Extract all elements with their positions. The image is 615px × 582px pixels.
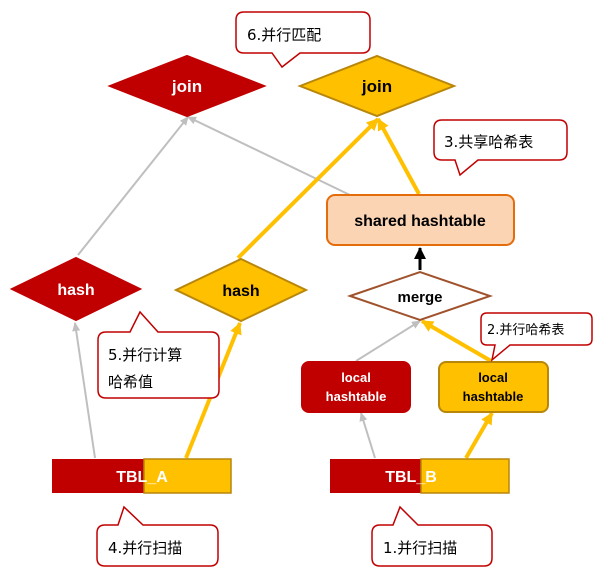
hash-left-node: hash — [9, 256, 143, 322]
tbl-a-label: TBL_A — [116, 469, 168, 486]
callout-5-line1: 5.并行计算 — [108, 346, 182, 364]
callout-3: 3.共享哈希表 — [433, 119, 568, 177]
edge-hash-left-join-left — [77, 116, 189, 256]
edge-hash-right-join-right — [236, 117, 380, 260]
local-hashtable-left-line1: local — [341, 370, 371, 385]
edge-tblb-local-right — [464, 411, 494, 460]
join-left-label: join — [171, 77, 202, 96]
shared-hashtable-node: shared hashtable — [326, 194, 515, 246]
join-right-label: join — [361, 77, 392, 96]
tbl-b-label: TBL_B — [385, 469, 437, 486]
local-hashtable-right-line1: local — [478, 370, 508, 385]
tbl-a-node: TBL_A — [52, 458, 232, 494]
edge-tbla-hash-left — [72, 322, 96, 459]
local-hashtable-right-node: local hashtable — [438, 361, 549, 413]
tbl-b-node: TBL_B — [330, 458, 510, 494]
callout-4: 4.并行扫描 — [96, 505, 219, 567]
local-hashtable-left-node: local hashtable — [301, 361, 411, 413]
hash-right-node: hash — [173, 257, 309, 323]
merge-label: merge — [397, 289, 442, 306]
callout-5-line2: 哈希值 — [108, 373, 153, 391]
hash-left-label: hash — [57, 282, 94, 299]
edge-local-right-merge — [420, 319, 493, 363]
callout-6-text: 6.并行匹配 — [247, 26, 321, 44]
join-right-node: join — [297, 54, 457, 118]
edge-local-left-merge — [355, 320, 421, 362]
edge-shared-join-left — [187, 116, 353, 197]
local-hashtable-right-line2: hashtable — [463, 389, 524, 404]
callout-5: 5.并行计算 哈希值 — [97, 310, 220, 399]
merge-node: merge — [346, 270, 494, 322]
join-left-node: join — [107, 54, 267, 118]
hash-right-label: hash — [222, 283, 259, 300]
edge-tblb-local-left — [359, 412, 376, 459]
callout-1: 1.并行扫描 — [371, 505, 493, 567]
edge-shared-join-right — [376, 118, 421, 195]
local-hashtable-left-line2: hashtable — [326, 389, 387, 404]
callout-2: 2.并行哈希表 — [480, 312, 593, 362]
shared-hashtable-label: shared hashtable — [354, 213, 486, 230]
callout-3-text: 3.共享哈希表 — [444, 133, 533, 151]
callout-1-text: 1.并行扫描 — [383, 539, 457, 557]
callout-2-text: 2.并行哈希表 — [487, 323, 564, 338]
callout-6: 6.并行匹配 — [235, 11, 371, 69]
callout-4-text: 4.并行扫描 — [108, 539, 182, 557]
